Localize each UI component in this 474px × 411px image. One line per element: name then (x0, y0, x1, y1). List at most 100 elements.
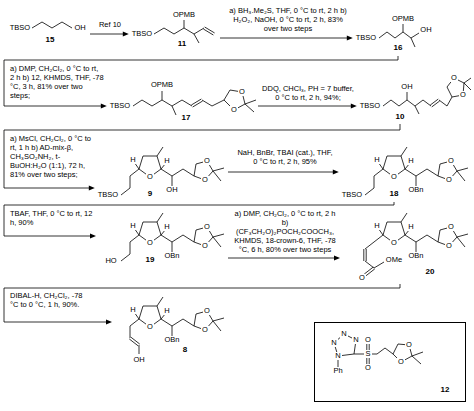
reaction-arrow (228, 170, 339, 175)
compound: HHOOOOBnOH8 (112, 296, 228, 366)
compound: TBSOOH15 (6, 14, 90, 46)
bond (365, 261, 374, 268)
atom-label: O (201, 242, 209, 250)
atom-label: O (390, 239, 398, 247)
atom-label: O (201, 326, 209, 334)
bond (161, 319, 194, 326)
bond (121, 235, 139, 261)
reagent-label: a) MsCl, CH₂Cl₂, 0 °C to rt, 1 h b) AD-m… (10, 134, 96, 179)
bond (133, 100, 192, 106)
double-bond (364, 267, 373, 274)
arrow-line (228, 258, 335, 259)
reagent-label: DIBAL-H, CH₂Cl₂, -78 °C to 0 °C, 1 h, 90… (10, 291, 92, 309)
atom-label: O (201, 176, 209, 184)
bond (172, 106, 176, 115)
reaction-arrow (4, 124, 400, 191)
atom-label: O (203, 307, 211, 315)
bond (245, 104, 254, 112)
double-bond (193, 101, 203, 107)
atom-label: O (445, 242, 453, 250)
bond (157, 147, 163, 156)
arrow-line (220, 38, 348, 39)
bond (464, 78, 471, 83)
double-bond (129, 339, 138, 346)
bond (213, 318, 224, 321)
arrow-head (123, 32, 129, 37)
bond (245, 100, 256, 104)
compound-number: 16 (393, 44, 404, 52)
atom-label: TBSO (359, 102, 381, 110)
double-bond (191, 99, 201, 105)
bond (130, 319, 139, 338)
bond (457, 168, 468, 171)
reaction-arrow (228, 256, 340, 261)
arrow-head (333, 170, 339, 175)
compound-number: 15 (45, 36, 56, 44)
arrow-line (4, 284, 400, 322)
compound: OHTBSOOO10 (357, 72, 472, 124)
bond (157, 297, 163, 306)
double-bond (432, 101, 440, 107)
arrow-head (89, 186, 95, 191)
reagent-label: a) DMP, CH₂Cl₂, 0 °C to rt, 2 h b) 12, K… (10, 64, 104, 100)
arrow-head (101, 104, 107, 109)
bond (161, 169, 194, 176)
bond (401, 147, 407, 156)
double-bond (366, 249, 367, 261)
atom-label: N (352, 336, 359, 344)
arrow-line (228, 172, 334, 173)
atom-label: OBn (163, 336, 180, 344)
atom-label: O (445, 176, 453, 184)
atom-label: O (447, 223, 455, 231)
atom-label: H (373, 156, 380, 164)
atom-label: OBn (163, 252, 180, 260)
reagent-label: a) DMP, CH₂Cl₂, 0 °C to rt, 2 h b) (CF₃C… (232, 209, 338, 254)
compound-number: 17 (181, 114, 192, 122)
bond (405, 169, 438, 176)
bond (379, 32, 419, 38)
double-bond (430, 99, 438, 105)
double-bond (366, 269, 375, 276)
compound: HHOOOHOOBn19 (96, 212, 228, 268)
arrow-head (347, 36, 353, 41)
atom-label: O (447, 157, 455, 165)
compound: HHOOOOBnOMeO20 (340, 212, 472, 284)
bond (184, 20, 185, 28)
compound: OPMBTBSOOO17 (107, 78, 258, 124)
compound-number: 11 (177, 40, 187, 48)
atom-label: O (238, 88, 246, 96)
arrow-head (351, 104, 357, 109)
reagent-box: NNNNPhSOOOO12 (314, 322, 466, 402)
bond (172, 176, 173, 186)
atom-label: O (364, 336, 372, 344)
atom-label: H (163, 157, 170, 165)
atom-label: H (373, 222, 380, 230)
compound: OPMBTBSO11 (129, 8, 220, 50)
atom-label: O (358, 274, 366, 282)
atom-label: OBn (407, 252, 424, 260)
bond (412, 356, 421, 364)
atom-label: OH (400, 83, 413, 91)
reaction-arrow (4, 284, 400, 325)
atom-label: O (146, 239, 154, 247)
atom-label: TBSO (97, 191, 119, 199)
atom-label: H (407, 223, 414, 231)
bond (213, 237, 221, 247)
bond (374, 262, 384, 268)
bond (162, 91, 163, 100)
compound-number: 20 (425, 268, 436, 276)
atom-label: H (163, 307, 170, 315)
bond (213, 171, 221, 181)
bond (439, 97, 452, 106)
atom-label: O (364, 364, 372, 372)
atom-label: O (203, 157, 211, 165)
arrow-head (106, 320, 112, 325)
bond (457, 234, 468, 237)
atom-label: OH (419, 26, 432, 34)
arrow-line (90, 34, 124, 35)
double-bond (363, 249, 364, 261)
reaction-arrow (90, 32, 129, 37)
atom-label: O (450, 74, 458, 82)
